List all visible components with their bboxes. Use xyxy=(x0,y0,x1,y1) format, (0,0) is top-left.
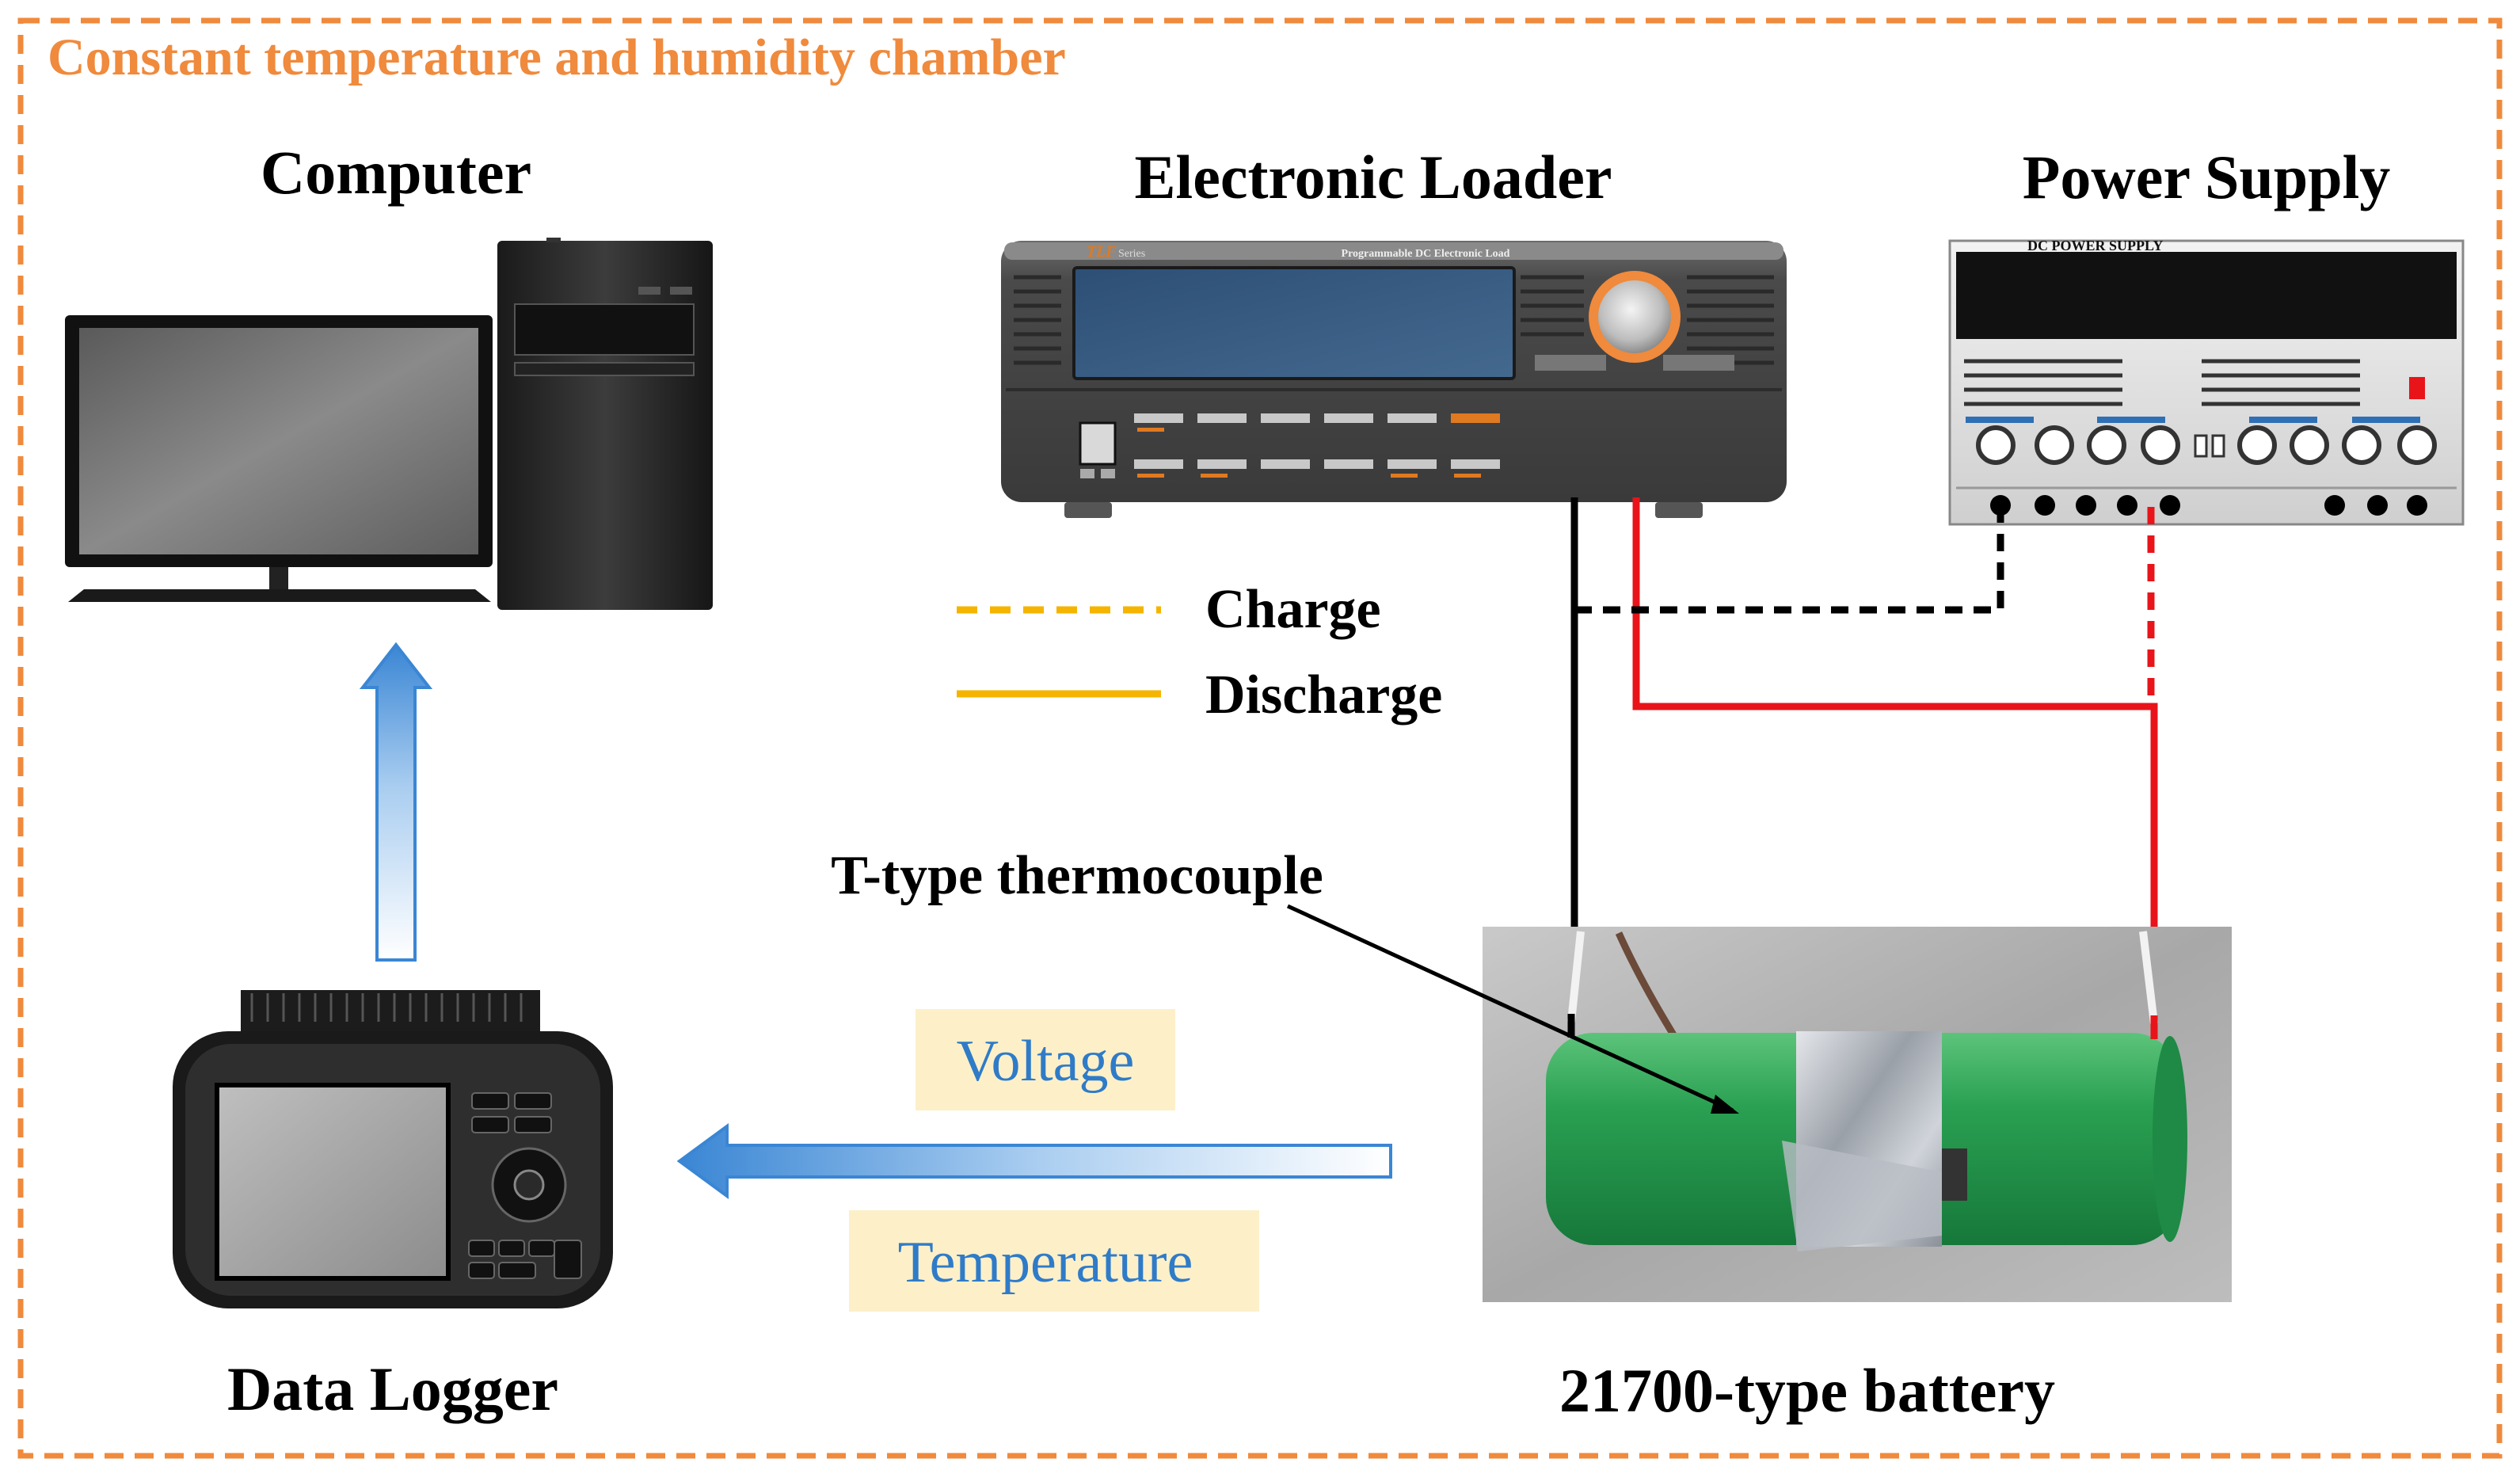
charge-wire-negative xyxy=(1574,505,2004,614)
psu-display-panel xyxy=(1956,252,2457,339)
signal-labels: Voltage Temperature xyxy=(849,1009,1259,1312)
voltage-label: Voltage xyxy=(957,1029,1135,1094)
data-logger: Data Logger xyxy=(173,990,613,1423)
battery-label: 21700-type battery xyxy=(1559,1356,2055,1425)
temperature-box xyxy=(849,1210,1259,1312)
legend-discharge-label: Discharge xyxy=(1205,665,1442,726)
signal-arrow xyxy=(676,1123,1392,1199)
computer: Computer xyxy=(65,138,713,610)
loader-brand-suffix: Series xyxy=(1118,248,1145,260)
electronic-loader: Electronic Loader TLF Series P xyxy=(1001,143,1787,518)
power-supply: Power Supply DC POWER SUPPLY xyxy=(1948,143,2465,526)
psu-panel-text: DC POWER SUPPLY xyxy=(2027,238,2163,253)
pc-tower xyxy=(497,241,713,610)
loader-display xyxy=(1072,266,1516,380)
monitor-screen xyxy=(79,328,478,554)
upload-arrow xyxy=(359,642,433,962)
temperature-label: Temperature xyxy=(898,1230,1193,1295)
discharge-wire-positive xyxy=(1632,497,2158,1026)
loader-label: Electronic Loader xyxy=(1135,143,1612,211)
data-logger-label: Data Logger xyxy=(227,1354,558,1423)
loader-model-text: Programmable DC Electronic Load xyxy=(1342,248,1510,260)
thermocouple-pointer xyxy=(1286,904,1734,1113)
voltage-box xyxy=(915,1009,1175,1110)
power-supply-label: Power Supply xyxy=(2023,143,2391,211)
chamber-title: Constant temperature and humidity chambe… xyxy=(48,29,1066,86)
battery-photo xyxy=(1483,927,2232,1302)
loader-brand: TLF xyxy=(1087,243,1117,261)
thermocouple-label: T-type thermocouple xyxy=(831,845,1323,906)
legend-charge-label: Charge xyxy=(1205,579,1381,640)
legend: Charge Discharge xyxy=(957,579,1442,726)
chamber-border xyxy=(17,17,2503,1459)
logger-screen xyxy=(215,1083,451,1281)
computer-label: Computer xyxy=(261,138,531,207)
